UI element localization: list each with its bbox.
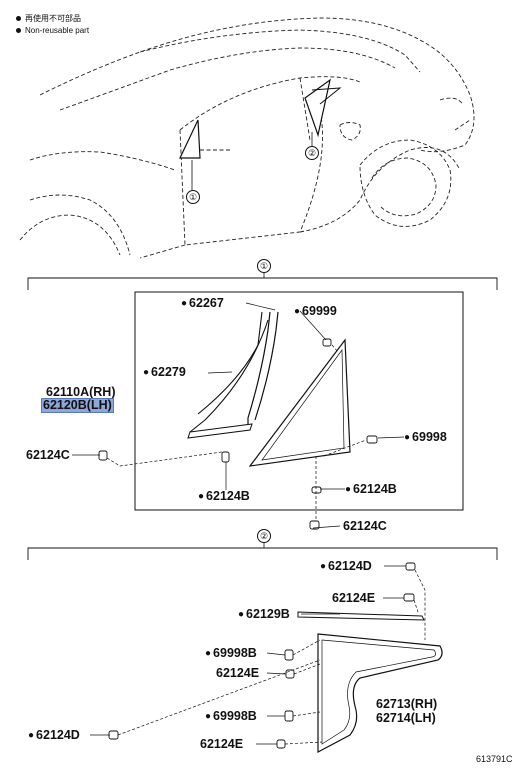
part-62714[interactable]: 62714(LH) [376, 711, 436, 725]
part-62110A[interactable]: 62110A(RH) [46, 385, 116, 399]
part-62267[interactable]: 62267 [181, 297, 224, 310]
part-62124D-top[interactable]: 62124D [320, 560, 372, 573]
legend-line-1: 再使用不可部品 [16, 13, 81, 24]
bullet-icon [16, 16, 21, 22]
part-62279[interactable]: 62279 [143, 366, 186, 379]
legend-line-2: Non-reusable part [16, 26, 89, 35]
part-62124C-left[interactable]: 62124C [26, 448, 70, 462]
callout-1-car: ① [186, 190, 200, 204]
part-62124E-top[interactable]: 62124E [332, 591, 376, 605]
part-69998[interactable]: 69998 [404, 431, 447, 444]
bullet-icon [16, 28, 21, 34]
part-62124E-mid[interactable]: 62124E [216, 666, 260, 680]
part-62129B[interactable]: 62129B [238, 608, 290, 621]
callout-1-section: ① [257, 259, 271, 273]
part-69998B-upper[interactable]: 69998B [205, 647, 257, 660]
part-62124B-right[interactable]: 62124B [345, 483, 397, 496]
part-69999[interactable]: 69999 [294, 305, 337, 318]
callout-2-section: ② [257, 529, 271, 543]
part-69998B-lower[interactable]: 69998B [205, 710, 257, 723]
part-62124C-bottom[interactable]: 62124C [343, 519, 387, 533]
callout-2-car: ② [305, 146, 319, 160]
part-62124E-bottom[interactable]: 62124E [200, 737, 244, 751]
part-62120B-highlighted[interactable]: 62120B(LH) [41, 398, 114, 413]
part-62124B-bottom[interactable]: 62124B [198, 490, 250, 503]
part-62124D-left[interactable]: 62124D [28, 729, 80, 742]
figure-code: 613791C [476, 754, 513, 764]
part-62713[interactable]: 62713(RH) [376, 697, 438, 711]
